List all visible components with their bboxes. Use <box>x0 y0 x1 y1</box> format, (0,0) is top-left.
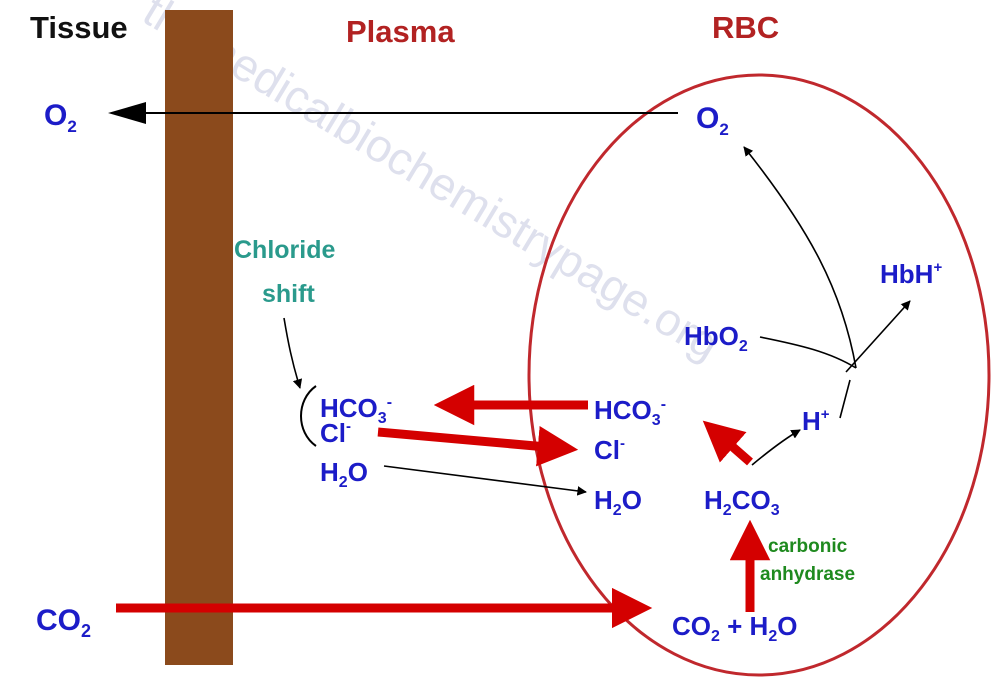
hbo2-label: HbO2 <box>684 321 748 355</box>
chloride-shift-arrow <box>283 317 303 389</box>
chloride-in-arrow <box>377 426 579 467</box>
carbonic-anhydrase-label-1: carbonic <box>768 536 848 557</box>
header-tissue: Tissue <box>30 10 128 45</box>
plasma-ion-bracket <box>300 385 317 447</box>
cl-rbc-label: Cl- <box>594 435 625 465</box>
h2co3-label: H2CO3 <box>704 485 780 519</box>
h2o-rbc-label: H2O <box>594 485 642 519</box>
header-rbc: RBC <box>712 10 779 45</box>
chloride-shift-label-2: shift <box>262 280 315 308</box>
cl-plasma-label: Cl- <box>320 418 351 448</box>
co2-tissue-label: CO2 <box>36 604 91 641</box>
hco3-plasma-label: HCO3- <box>320 393 392 427</box>
junction-to-hbh-arrow <box>845 300 911 373</box>
carbonic-anhydrase-label-2: anhydrase <box>760 564 855 585</box>
h-plus-label: H+ <box>802 406 830 436</box>
hb-to-o2-arrow <box>743 146 857 369</box>
h2co3-dissociation-arrow <box>702 420 753 466</box>
hbh-label: HbH+ <box>880 259 942 289</box>
hbo2-to-junction-line <box>759 336 857 369</box>
tissue-wall <box>165 10 233 665</box>
o2-tissue-label: O2 <box>44 99 77 136</box>
h-plus-to-junction-line <box>839 379 851 419</box>
header-plasma: Plasma <box>346 14 455 49</box>
water-exchange-arrow <box>383 465 587 496</box>
h2o-plasma-label: H2O <box>320 457 368 491</box>
o2-release-arrowhead <box>108 102 146 124</box>
o2-rbc-label: O2 <box>696 102 729 139</box>
hco3-rbc-label: HCO3- <box>594 395 666 429</box>
h2co3-to-h-plus-arrow <box>751 429 801 466</box>
red-blood-cell <box>527 73 991 677</box>
chloride-shift-label-1: Chloride <box>234 236 335 264</box>
co2-h2o-label: CO2 + H2O <box>672 611 797 645</box>
